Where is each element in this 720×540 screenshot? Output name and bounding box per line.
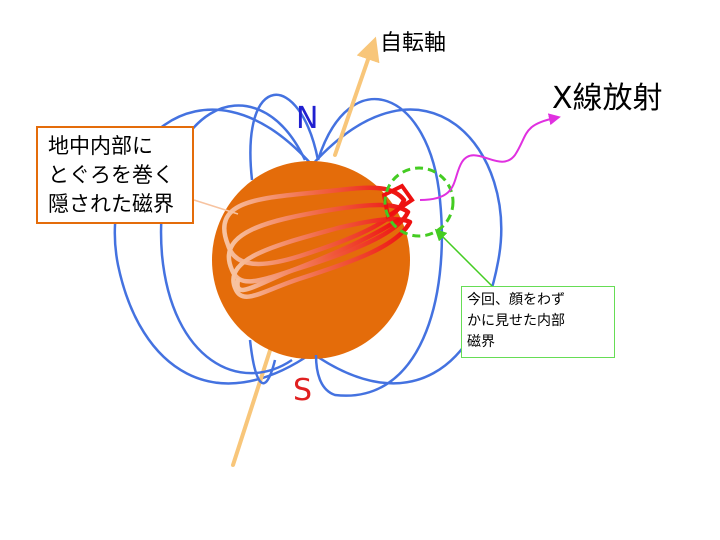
coil-loop-1 xyxy=(222,185,407,267)
field-lines-front xyxy=(159,93,444,397)
field-line-inner-left-top xyxy=(249,93,320,181)
rotation-axis-upper xyxy=(333,36,380,157)
field-line-inner-right xyxy=(314,98,444,397)
hidden-callout-leader xyxy=(193,199,239,215)
peek-field-callout-line: かに見せた内部 xyxy=(467,313,565,329)
field-line-inner-left xyxy=(159,104,307,375)
hidden-field-callout-line: とぐろを巻く xyxy=(48,163,174,187)
xray-emission-arrow xyxy=(419,113,561,201)
coil-loop-4 xyxy=(235,217,401,293)
peek-callout-leader xyxy=(434,228,493,287)
hidden-field-callout-line: 地中内部に xyxy=(48,134,153,158)
rotation-axis-label: 自転軸 xyxy=(380,31,446,56)
coil-emergence-tip xyxy=(381,183,415,220)
rotation-axis-lower xyxy=(231,333,277,467)
hidden-field-callout-line: 隠された磁界 xyxy=(48,192,174,216)
north-pole-label: N xyxy=(296,101,318,136)
hidden-coil-field xyxy=(222,185,413,299)
peek-field-callout: 今回、顔をわず かに見せた内部 磁界 xyxy=(461,286,615,358)
south-pole-label: S xyxy=(293,373,312,408)
hidden-field-callout: 地中内部に とぐろを巻く 隠された磁界 xyxy=(36,126,194,224)
emergence-highlight-circle xyxy=(383,166,455,238)
star-body xyxy=(212,161,410,359)
peek-field-callout-line: 磁界 xyxy=(467,334,495,350)
peek-field-callout-line: 今回、顔をわず xyxy=(467,292,565,308)
coil-loop-3 xyxy=(231,216,413,299)
xray-emission-label: X線放射 xyxy=(552,81,663,116)
